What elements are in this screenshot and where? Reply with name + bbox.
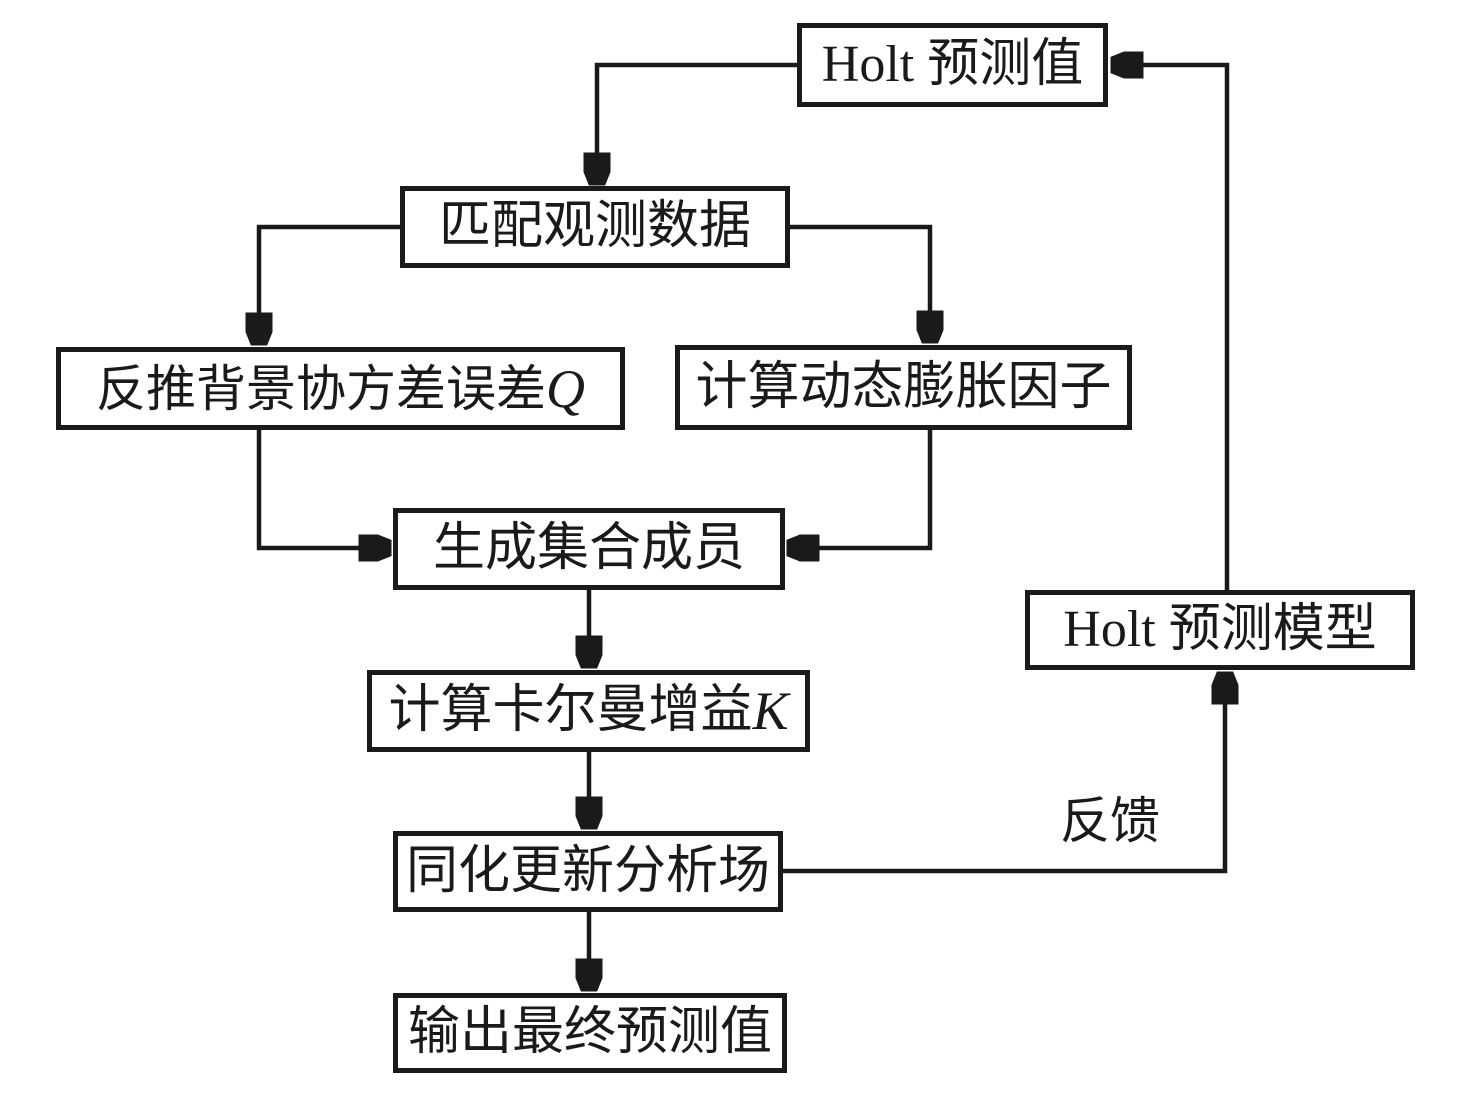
math-var-k: K — [752, 681, 789, 741]
node-label: 同化更新分析场 — [405, 842, 770, 900]
node-label: 计算卡尔曼增益 — [388, 682, 753, 739]
node-back-derive-covariance-error-q: 反推背景协方差误差 Q — [56, 347, 625, 430]
node-label: Holt 预测值 — [821, 36, 1084, 93]
edge-matchobs-to-backq — [259, 224, 400, 344]
node-compute-kalman-gain-k: 计算卡尔曼增益 K — [367, 670, 810, 752]
node-label: 计算动态膨胀因子 — [695, 358, 1112, 416]
node-output-final-forecast: 输出最终预测值 — [393, 993, 787, 1073]
node-compute-dynamic-inflation-factor: 计算动态膨胀因子 — [675, 345, 1132, 430]
node-holt-forecast-model: Holt 预测模型 — [1025, 590, 1415, 670]
node-match-observation-data: 匹配观测数据 — [400, 186, 790, 268]
node-label: 反推背景协方差误差 — [96, 360, 546, 417]
edge-feedback-assimilate-to-holtmodel — [783, 673, 1225, 874]
edge-matchobs-to-inflation — [790, 224, 930, 342]
node-generate-ensemble-members: 生成集合成员 — [393, 508, 785, 590]
edge-holtmodel-to-holtvalue — [1112, 65, 1230, 590]
node-label: Holt 预测模型 — [1063, 601, 1377, 658]
feedback-label: 反馈 — [1060, 793, 1160, 849]
node-holt-forecast-value: Holt 预测值 — [797, 23, 1108, 107]
math-var-q: Q — [546, 358, 585, 419]
edge-holtvalue-to-matchobs — [597, 62, 797, 184]
edge-inflation-to-ensemble — [788, 430, 933, 548]
node-label: 生成集合成员 — [432, 520, 745, 577]
node-label: 匹配观测数据 — [438, 198, 751, 255]
node-assimilation-update-analysis-field: 同化更新分析场 — [393, 831, 783, 912]
node-label: 输出最终预测值 — [407, 1004, 772, 1061]
edge-backq-to-ensemble — [256, 430, 390, 548]
